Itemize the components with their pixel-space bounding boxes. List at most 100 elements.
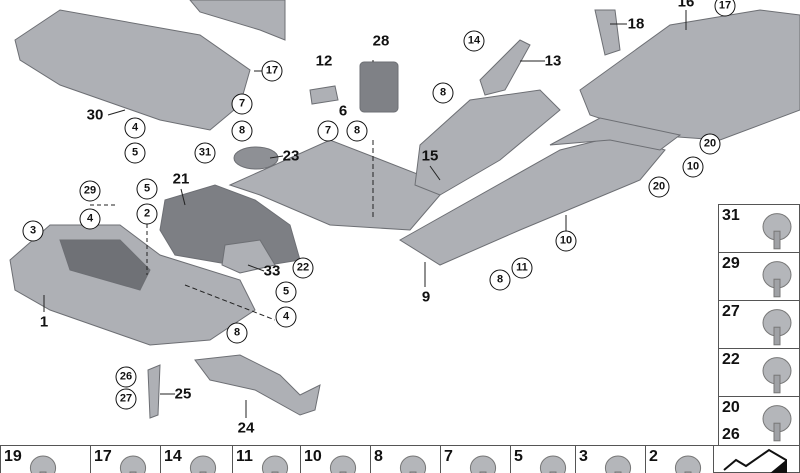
callout-27: 27 bbox=[115, 388, 137, 410]
callout-33: 33 bbox=[263, 262, 281, 280]
washer-icon bbox=[539, 455, 567, 473]
part-18-bracket bbox=[594, 9, 621, 56]
callout-14: 14 bbox=[463, 30, 485, 52]
nut-icon bbox=[261, 455, 289, 473]
fastener-number: 31 bbox=[722, 207, 740, 224]
clip-icon bbox=[469, 455, 497, 473]
part-rail bbox=[189, 0, 286, 41]
callout-1: 1 bbox=[39, 313, 49, 331]
fastener-number: 8 bbox=[374, 448, 383, 465]
fastener-number: 10 bbox=[304, 448, 322, 465]
callout-15: 15 bbox=[421, 147, 439, 165]
fastener-cell-31: 31 bbox=[718, 204, 800, 253]
fastener-number: 7 bbox=[444, 448, 453, 465]
callout-4: 4 bbox=[275, 306, 297, 328]
fastener-number: 20 bbox=[722, 399, 740, 416]
callout-26: 26 bbox=[115, 366, 137, 388]
callout-22: 22 bbox=[292, 257, 314, 279]
fastener-number: 2 bbox=[649, 448, 658, 465]
fastener-number: 14 bbox=[164, 448, 182, 465]
fastener-number: 5 bbox=[514, 448, 523, 465]
callout-23: 23 bbox=[282, 147, 300, 165]
part-15-tunnel-panel bbox=[414, 89, 561, 196]
callout-20: 20 bbox=[648, 176, 670, 198]
hex-nut-icon bbox=[329, 455, 357, 473]
part-right-panel bbox=[549, 117, 682, 151]
washer-screw-icon bbox=[189, 455, 217, 473]
callout-28: 28 bbox=[372, 32, 390, 50]
callout-8: 8 bbox=[346, 120, 368, 142]
fastener-number: 3 bbox=[579, 448, 588, 465]
callout-29: 29 bbox=[79, 180, 101, 202]
callout-5: 5 bbox=[136, 178, 158, 200]
screw-icon bbox=[119, 455, 147, 473]
callout-11: 11 bbox=[511, 257, 533, 279]
fastener-cell-10: 10 bbox=[300, 445, 371, 473]
fastener-cell-29: 29 bbox=[718, 252, 800, 301]
fastener-cell-17: 17 bbox=[90, 445, 161, 473]
part-13-bracket bbox=[479, 39, 531, 96]
callout-8: 8 bbox=[432, 82, 454, 104]
hex-bolt-icon bbox=[762, 309, 792, 346]
part-6-center-panel bbox=[228, 139, 441, 231]
callout-7: 7 bbox=[231, 93, 253, 115]
callout-6: 6 bbox=[338, 102, 348, 120]
fastener-cell-11: 11 bbox=[232, 445, 301, 473]
part-23-grommet bbox=[233, 146, 279, 170]
callout-8: 8 bbox=[226, 322, 248, 344]
clip-screw-icon bbox=[762, 213, 792, 250]
fastener-number: 11 bbox=[236, 448, 253, 465]
callout-4: 4 bbox=[79, 208, 101, 230]
hex-nut-icon bbox=[29, 455, 57, 473]
fastener-number: 22 bbox=[722, 351, 740, 368]
washer-bolt-icon bbox=[399, 455, 427, 473]
callout-13: 13 bbox=[544, 52, 562, 70]
callout-31: 31 bbox=[194, 142, 216, 164]
callout-18: 18 bbox=[627, 15, 645, 33]
callout-4: 4 bbox=[124, 117, 146, 139]
callout-16: 16 bbox=[677, 0, 695, 11]
callout-17: 17 bbox=[714, 0, 736, 17]
spring-clip-icon bbox=[762, 261, 792, 298]
callout-25: 25 bbox=[174, 385, 192, 403]
clip-nut-icon bbox=[604, 455, 632, 473]
fastener-cell-3: 3 bbox=[575, 445, 646, 473]
flange-nut-icon bbox=[762, 405, 792, 442]
fastener-cell-7: 7 bbox=[440, 445, 511, 473]
callout-9: 9 bbox=[421, 288, 431, 306]
callout-10: 10 bbox=[682, 156, 704, 178]
diagram-reference-cell bbox=[713, 445, 800, 473]
fastener-cell-8: 8 bbox=[370, 445, 441, 473]
part-12 bbox=[309, 85, 339, 105]
callout-17: 17 bbox=[261, 60, 283, 82]
part-28 bbox=[359, 61, 399, 113]
fastener-cell-19: 19 bbox=[0, 445, 91, 473]
callout-21: 21 bbox=[172, 170, 190, 188]
callout-5: 5 bbox=[275, 281, 297, 303]
fastener-number: 27 bbox=[722, 303, 740, 320]
fastener-cell-2: 2 bbox=[645, 445, 714, 473]
callout-8: 8 bbox=[489, 269, 511, 291]
fastener-cell-22: 22 bbox=[718, 348, 800, 397]
callout-5: 5 bbox=[124, 142, 146, 164]
expanding-rivet-icon bbox=[762, 357, 792, 394]
part-24-panel bbox=[194, 354, 321, 416]
fastener-number: 29 bbox=[722, 255, 740, 272]
fastener-cell-27: 27 bbox=[718, 300, 800, 349]
fastener-cell-14: 14 bbox=[160, 445, 233, 473]
callout-24: 24 bbox=[237, 419, 255, 437]
fastener-number: 26 bbox=[722, 426, 740, 443]
callout-10: 10 bbox=[555, 230, 577, 252]
fastener-cell-5: 5 bbox=[510, 445, 576, 473]
callout-7: 7 bbox=[317, 120, 339, 142]
fastener-number: 19 bbox=[4, 448, 22, 465]
fastener-number: 17 bbox=[94, 448, 112, 465]
callout-8: 8 bbox=[231, 120, 253, 142]
callout-20: 20 bbox=[699, 133, 721, 155]
callout-30: 30 bbox=[86, 106, 104, 124]
part-30-front-underbody-panel bbox=[14, 9, 251, 131]
part-25-bracket bbox=[147, 364, 161, 419]
callout-2: 2 bbox=[136, 203, 158, 225]
